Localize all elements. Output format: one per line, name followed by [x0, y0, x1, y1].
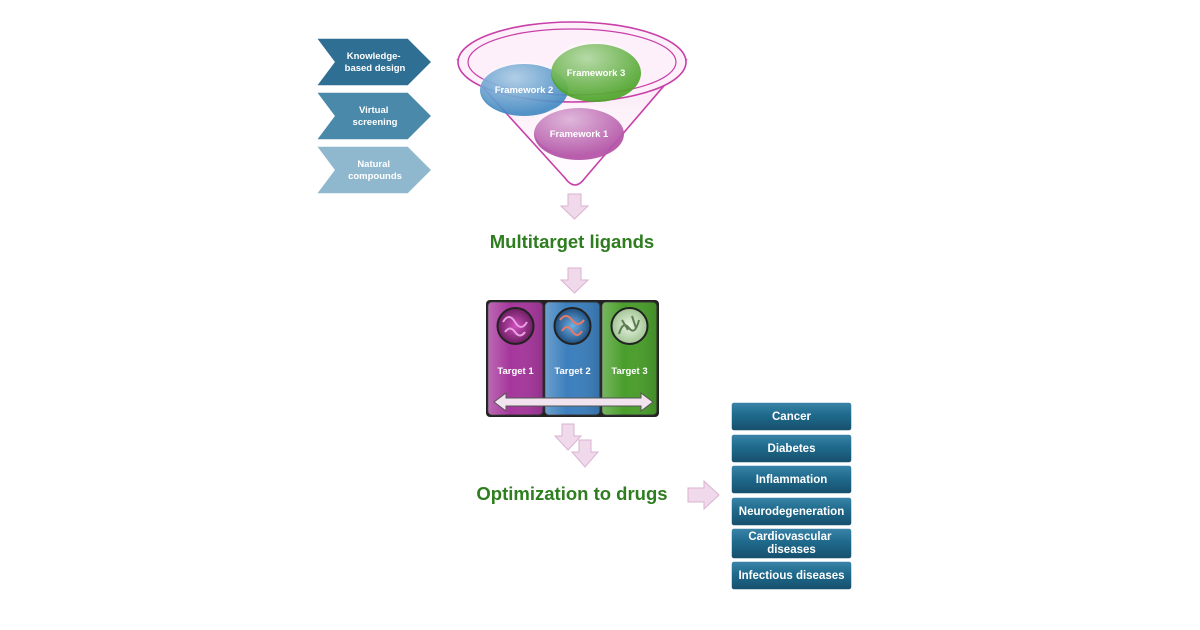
framework-1-label: Framework 1	[550, 129, 609, 140]
chevron-label-line-2: screening	[353, 117, 398, 128]
disease-box	[730, 496, 853, 527]
optimization-title: Optimization to drugs	[476, 483, 667, 504]
svg-text:Cardiovascular disease: Cardiovascular diseases	[748, 531, 834, 556]
chevron-label-line-2: based design	[345, 63, 406, 74]
funnel: Framework 2 Framework 3 Framework 1	[456, 21, 688, 186]
disease-neurodegeneration: Neurodegeneration	[730, 496, 853, 527]
disease-label: Cancer	[772, 411, 812, 423]
chevron-label-line-2: compounds	[348, 171, 402, 182]
chevron-label-line-1: Natural	[357, 159, 390, 170]
protein-ribbon-1-icon	[502, 316, 528, 337]
disease-label: Infectious diseases	[738, 570, 844, 582]
svg-text:Inflammation: Inflammation	[756, 474, 828, 486]
chevron-shape	[314, 91, 434, 141]
svg-text:Knowledge- based desig: Knowledge- based design	[345, 51, 406, 74]
framework-3-bubble: Framework 3	[551, 41, 641, 102]
framework-1-bubble: Framework 1	[534, 104, 624, 160]
disease-label: Neurodegeneration	[739, 506, 844, 518]
disease-label: Inflammation	[756, 474, 828, 486]
target-2: Target 2	[544, 301, 601, 416]
svg-text:Cancer: Cancer	[772, 411, 812, 423]
chevron-shape	[314, 37, 434, 87]
double-down-arrow-icon	[553, 423, 600, 468]
chevron-natural-compounds: Natural compounds	[314, 145, 434, 195]
disease-diabetes: Diabetes	[730, 433, 853, 464]
disease-box	[730, 560, 853, 591]
disease-label-line-1: Cardiovascular	[748, 531, 832, 543]
target-1-label: Target 1	[497, 366, 534, 377]
protein-ribbon-3-icon	[618, 315, 640, 335]
right-arrow-icon	[687, 479, 720, 511]
disease-label-line-2: diseases	[767, 544, 816, 556]
disease-box	[730, 464, 853, 495]
disease-box	[730, 401, 853, 432]
disease-label: Diabetes	[768, 443, 816, 455]
framework-1-shine	[534, 104, 624, 156]
disease-list: Cancer Diabetes Inflammation Neurodegene…	[730, 401, 853, 591]
down-arrow-back	[553, 423, 583, 451]
disease-box	[730, 433, 853, 464]
disease-box	[730, 527, 853, 560]
svg-text:Natural compounds: Natural compounds	[348, 159, 402, 182]
double-arrow-icon	[493, 392, 654, 412]
framework-2-shine	[480, 62, 568, 114]
chevron-label-line-1: Virtual	[359, 105, 388, 116]
svg-text:Infectious diseases: Infectious diseases	[738, 570, 844, 582]
framework-2-label: Framework 2	[495, 85, 554, 96]
down-arrow-icon	[559, 193, 590, 220]
protein-image-3-icon	[610, 307, 649, 345]
chevron-virtual-screening: Virtual screening	[314, 91, 434, 141]
framework-2-bubble: Framework 2	[480, 62, 568, 116]
disease-cardiovascular: Cardiovascular diseases	[730, 527, 853, 560]
targets-panel: Target 1 Target 2 Target 3	[486, 300, 659, 417]
chevron-knowledge-based-design: Knowledge- based design	[314, 37, 434, 87]
approach-chevrons: Knowledge- based design Virtual screenin…	[314, 37, 434, 195]
disease-infectious: Infectious diseases	[730, 560, 853, 591]
chevron-label-line-1: Knowledge-	[347, 51, 401, 62]
target-3-label: Target 3	[611, 366, 647, 377]
disease-cancer: Cancer	[730, 401, 853, 432]
framework-3-shine	[551, 41, 641, 99]
protein-ribbon-2-icon	[559, 315, 585, 336]
target-2-label: Target 2	[554, 366, 590, 377]
down-arrow-front	[570, 439, 600, 468]
framework-3-label: Framework 3	[567, 68, 626, 79]
down-arrow-icon	[559, 267, 590, 294]
target-3: Target 3	[601, 301, 658, 416]
chevron-shape	[314, 145, 434, 195]
protein-image-2-icon	[553, 307, 592, 345]
target-1: Target 1	[487, 301, 544, 416]
svg-text:Neurodegeneration: Neurodegeneration	[739, 506, 844, 518]
protein-image-1-icon	[496, 307, 535, 345]
multitarget-ligands-title: Multitarget ligands	[490, 231, 654, 252]
svg-text:Virtual screening: Virtual screening	[353, 105, 398, 128]
disease-inflammation: Inflammation	[730, 464, 853, 495]
svg-text:Diabetes: Diabetes	[768, 443, 816, 455]
